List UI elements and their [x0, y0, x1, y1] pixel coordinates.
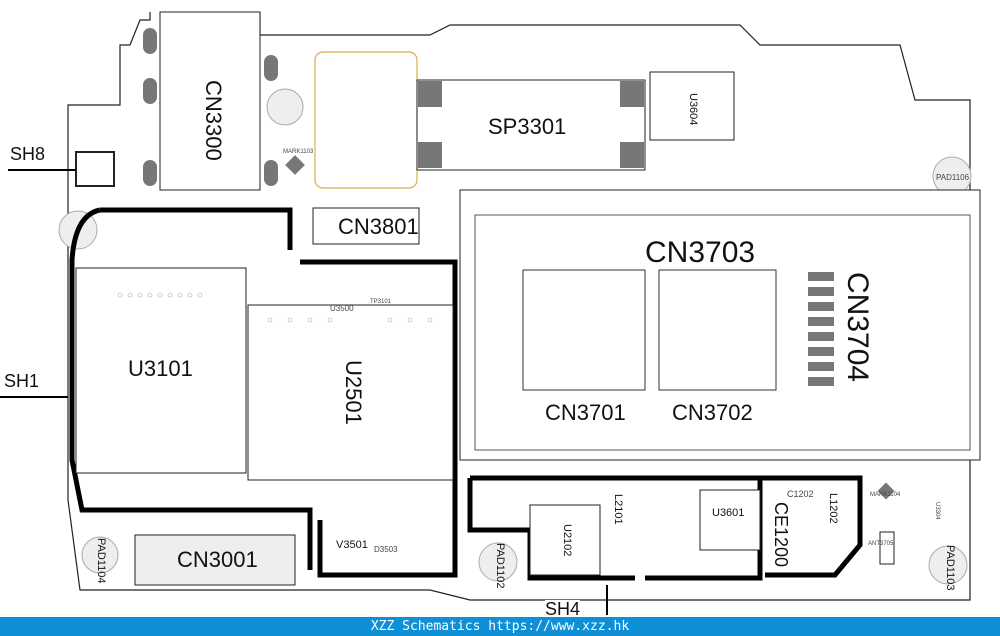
label-tp3101: TP3101 — [370, 299, 392, 305]
label-u3304: U3304 — [934, 502, 940, 520]
pcb-board-outline — [0, 11, 981, 615]
label-u2501: U2501 — [341, 360, 366, 425]
label-pad1102: PAD1102 — [494, 543, 506, 589]
label-pad1104: PAD1104 — [95, 538, 107, 584]
label-cn3703: CN3703 — [645, 236, 756, 269]
label-u2102: U2102 — [561, 524, 573, 557]
label-mark1103: MARK1103 — [283, 149, 314, 155]
label-u3601: U3601 — [712, 507, 745, 519]
label-c1202: C1202 — [787, 489, 814, 499]
label-u3604: U3604 — [687, 93, 699, 126]
label-cn3001: CN3001 — [177, 547, 258, 572]
label-l1202: L1202 — [827, 493, 839, 524]
label-v3501: V3501 — [336, 539, 368, 551]
label-cn3701: CN3701 — [545, 400, 626, 425]
label-sp3301: SP3301 — [488, 114, 567, 139]
label-u3101: U3101 — [128, 356, 193, 381]
label-mark1104: MARK1104 — [870, 492, 901, 498]
label-l2101: L2101 — [612, 494, 624, 525]
label-pad1103: PAD1103 — [944, 545, 956, 591]
label-u3500: U3500 — [330, 304, 354, 313]
label-d3503: D3503 — [374, 545, 398, 554]
label-pad1106: PAD1106 — [936, 173, 970, 182]
label-sh1: SH1 — [4, 371, 40, 391]
label-sh4: SH4 — [545, 599, 581, 619]
label-sh8: SH8 — [10, 144, 46, 164]
watermark-footer: XZZ Schematics https://www.xzz.hk — [0, 617, 1000, 636]
label-cn3702: CN3702 — [672, 400, 753, 425]
label-cn3801: CN3801 — [338, 214, 419, 239]
label-cn3300: CN3300 — [201, 80, 226, 161]
label-ant3705: ANT3705 — [868, 541, 894, 547]
label-ce1200: CE1200 — [771, 502, 791, 568]
label-cn3704: CN3704 — [841, 272, 874, 383]
